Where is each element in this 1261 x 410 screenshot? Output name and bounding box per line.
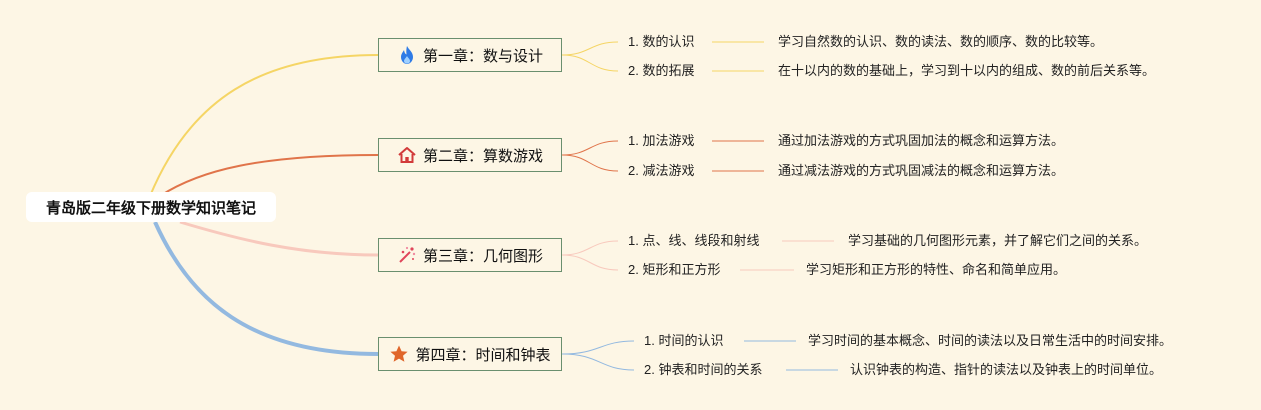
star-icon: [389, 344, 409, 364]
root-title: 青岛版二年级下册数学知识笔记: [45, 199, 256, 217]
topic-description[interactable]: 通过减法游戏的方式巩固减法的概念和运算方法。: [778, 163, 1065, 178]
chapter-node-3[interactable]: 第三章：几何图形: [378, 238, 562, 272]
chapter-node-4[interactable]: 第四章：时间和钟表: [378, 337, 562, 371]
topic-item[interactable]: 2. 钟表和时间的关系: [644, 362, 763, 377]
topic-line: [561, 340, 635, 355]
topic-item[interactable]: 2. 减法游戏: [628, 163, 695, 178]
topic-item[interactable]: 2. 数的拓展: [628, 63, 695, 78]
flame-icon: [397, 45, 417, 65]
root-node[interactable]: 青岛版二年级下册数学知识笔记: [26, 192, 276, 222]
topic-line: [561, 140, 619, 156]
chapter-title: 第二章：算数游戏: [422, 147, 543, 165]
topic-description[interactable]: 学习基础的几何图形元素，并了解它们之间的关系。: [848, 233, 1148, 248]
chapter-node-2[interactable]: 第二章：算数游戏: [378, 138, 562, 172]
topic-item[interactable]: 2. 矩形和正方形: [628, 262, 721, 277]
topic-description[interactable]: 学习自然数的认识、数的读法、数的顺序、数的比较等。: [778, 34, 1104, 49]
topic-description[interactable]: 通过加法游戏的方式巩固加法的概念和运算方法。: [778, 133, 1065, 148]
topic-item[interactable]: 1. 时间的认识: [644, 333, 724, 348]
topic-item[interactable]: 1. 加法游戏: [628, 133, 695, 148]
topic-line: [561, 54, 619, 72]
topic-description[interactable]: 认识钟表的构造、指针的读法以及钟表上的时间单位。: [850, 362, 1163, 377]
sparkle-wand-icon: [397, 245, 417, 265]
chapter-title: 第四章：时间和钟表: [415, 346, 551, 364]
chapter-node-1[interactable]: 第一章：数与设计: [378, 38, 562, 72]
topic-item[interactable]: 1. 数的认识: [628, 34, 695, 49]
branch-line-chapter-4: [153, 221, 379, 356]
chapter-title: 第三章：几何图形: [422, 247, 543, 265]
home-icon: [397, 145, 417, 165]
topic-description[interactable]: 在十以内的数的基础上，学习到十以内的组成、数的前后关系等。: [778, 63, 1156, 78]
branch-line-chapter-2: [159, 154, 379, 197]
topic-line: [561, 254, 619, 271]
topic-line: [561, 240, 619, 256]
topic-description[interactable]: 学习时间的基本概念、时间的读法以及日常生活中的时间安排。: [808, 333, 1173, 348]
topic-line: [561, 41, 619, 56]
branch-line-chapter-1: [149, 54, 379, 197]
topic-line: [561, 154, 619, 172]
branch-line-chapter-3: [179, 220, 379, 257]
topic-description[interactable]: 学习矩形和正方形的特性、命名和简单应用。: [806, 262, 1067, 277]
topic-line: [561, 353, 635, 371]
chapter-title: 第一章：数与设计: [422, 47, 543, 65]
topic-item[interactable]: 1. 点、线、线段和射线: [628, 233, 760, 248]
